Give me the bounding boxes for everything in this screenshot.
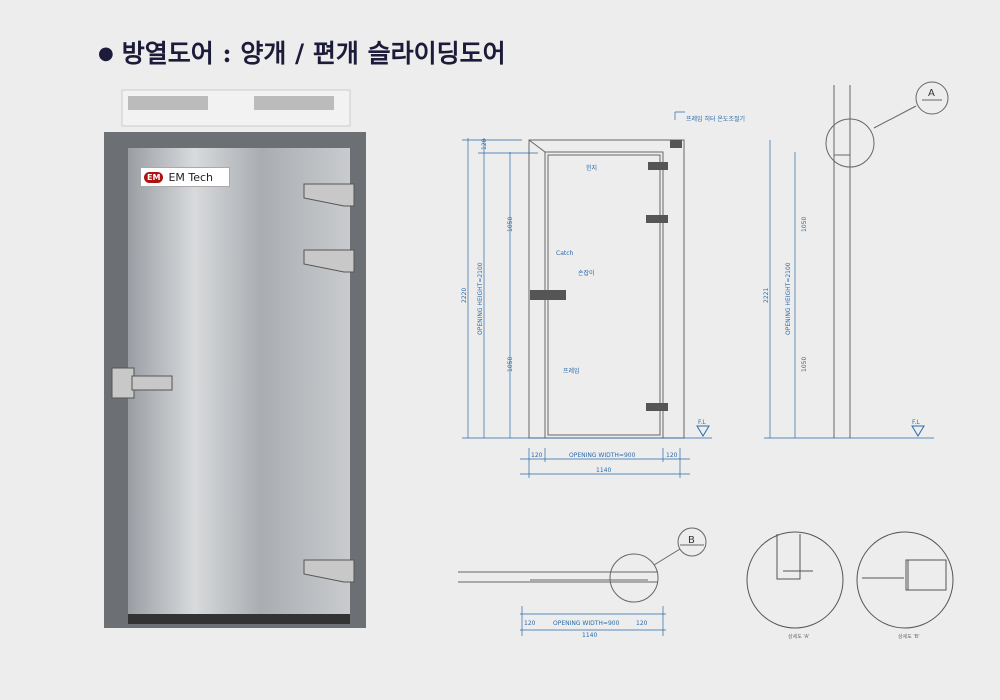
side-dim-upper: 1050 [801, 217, 808, 232]
dim-floor: F.L [698, 419, 706, 426]
plan-dim-right: 120 [636, 620, 648, 627]
label-catch: Catch [556, 250, 574, 257]
vent-grille [128, 96, 208, 110]
brand-name: EM Tech [168, 170, 214, 184]
label-frame: 프레임 [563, 367, 580, 375]
dim-upper: 1050 [507, 217, 514, 232]
logo-mark: EM [144, 171, 164, 183]
detail-b-label: 상세도 'B' [898, 633, 920, 640]
bullet: ● [98, 43, 114, 64]
plan-dim-opening-width: OPENING WIDTH=900 [553, 620, 620, 627]
dim-opening-width: OPENING WIDTH=900 [569, 452, 636, 459]
detail-drawings [746, 531, 954, 629]
plan-dim-left: 120 [524, 620, 536, 627]
label-handle: 손잡이 [578, 269, 595, 277]
dim-lower: 1050 [507, 357, 514, 372]
title-text: 방열도어 : 양개 / 편개 슬라이딩도어 [121, 39, 506, 68]
dim-overall: 1140 [596, 467, 611, 474]
dim-opening-height: OPENING HEIGHT=2100 [477, 262, 484, 335]
page-title: ● 방열도어 : 양개 / 편개 슬라이딩도어 [98, 34, 506, 70]
callout-a: A [928, 88, 935, 99]
side-elevation [764, 81, 949, 439]
plan-dim-overall: 1140 [582, 632, 597, 639]
side-dim-opening-height: OPENING HEIGHT=2100 [785, 262, 792, 335]
dim-top: 120 [481, 138, 488, 150]
vent-grille [254, 96, 334, 110]
dim-right: 120 [666, 452, 678, 459]
plan-view [458, 527, 707, 636]
label-thermostat: 프레임 히터 온도조절기 [686, 115, 745, 123]
side-dim-floor: F.L [912, 419, 920, 426]
side-dim-total: 2221 [763, 288, 770, 303]
door-photo [104, 89, 366, 628]
front-elevation [462, 111, 712, 478]
hinge-icon [111, 183, 355, 583]
label-hinge: 힌지 [586, 164, 597, 172]
detail-a-label: 상세도 'A' [788, 633, 810, 640]
brand-logo: EM EM Tech [140, 167, 230, 187]
callout-b: B [688, 535, 695, 546]
side-dim-lower: 1050 [801, 357, 808, 372]
dim-left: 120 [531, 452, 543, 459]
dim-total: 2220 [461, 288, 468, 303]
